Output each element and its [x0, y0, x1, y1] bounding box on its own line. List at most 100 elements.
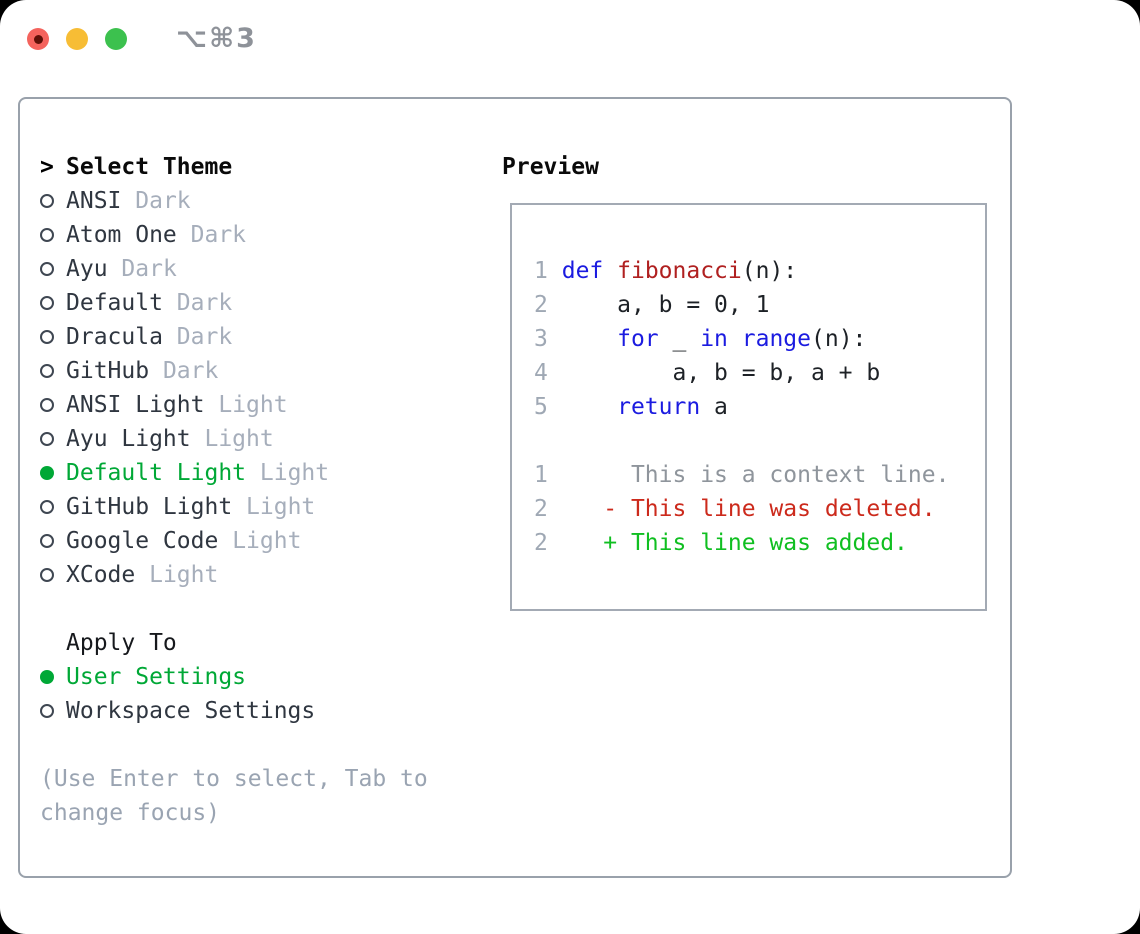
line-number: 3 — [534, 326, 548, 352]
line-number: 2 — [534, 292, 548, 318]
line-number: 1 — [534, 462, 548, 488]
theme-option[interactable]: Default Dark — [40, 286, 490, 320]
line-number: 1 — [534, 258, 548, 284]
line-number: 2 — [534, 530, 548, 556]
line-number: 5 — [534, 394, 548, 420]
option-text: Workspace Settings — [66, 698, 315, 724]
code-line: 5 return a — [534, 390, 985, 424]
close-dot-icon — [33, 34, 43, 44]
radio-cell — [40, 466, 66, 480]
code-token — [728, 326, 742, 352]
theme-option[interactable]: XCode Light — [40, 558, 490, 592]
theme-option[interactable]: GitHub Light Light — [40, 490, 490, 524]
radio-unselected-icon — [40, 432, 54, 446]
option-tag: Light — [204, 426, 274, 452]
spacer — [40, 592, 490, 626]
apply-to-option[interactable]: Workspace Settings — [40, 694, 490, 728]
theme-option[interactable]: ANSI Dark — [40, 184, 490, 218]
theme-option[interactable]: Ayu Dark — [40, 252, 490, 286]
option-tag: Dark — [176, 290, 233, 316]
code-token: This is a context line. — [561, 462, 950, 488]
option-text: GitHub Dark — [66, 358, 218, 384]
apply-to-option[interactable]: User Settings — [40, 660, 490, 694]
option-name: Dracula — [66, 324, 163, 350]
radio-unselected-icon — [40, 364, 54, 378]
option-text: Dracula Dark — [66, 324, 232, 350]
option-tag: Light — [259, 460, 330, 486]
minimize-button[interactable] — [66, 28, 88, 50]
code-token: (n): — [811, 326, 867, 352]
code-line: 1 This is a context line. — [534, 458, 985, 492]
option-text: GitHub Light Light — [66, 494, 315, 520]
option-name: GitHub Light — [66, 494, 233, 520]
radio-cell — [40, 364, 66, 378]
radio-cell — [40, 432, 66, 446]
code-token: fibonacci — [617, 258, 742, 284]
option-text: Ayu Dark — [66, 256, 177, 282]
code-token: in — [700, 326, 728, 352]
theme-option[interactable]: GitHub Dark — [40, 354, 490, 388]
theme-option[interactable]: Default Light Light — [40, 456, 490, 490]
focus-caret-icon: > — [40, 154, 54, 180]
option-name: User Settings — [66, 664, 247, 690]
option-name: ANSI Light — [66, 392, 205, 418]
option-text: User Settings — [66, 664, 246, 690]
option-name: XCode — [66, 562, 136, 588]
option-text: Default Light Light — [66, 460, 329, 486]
radio-unselected-icon — [40, 194, 54, 208]
option-name: Ayu Light — [66, 426, 191, 452]
option-text: Default Dark — [66, 290, 232, 316]
code-line: 2 - This line was deleted. — [534, 492, 985, 526]
close-button[interactable] — [27, 28, 49, 50]
option-tag: Dark — [162, 358, 219, 384]
maximize-button[interactable] — [105, 28, 127, 50]
radio-cell — [40, 568, 66, 582]
preview-title: Preview — [502, 154, 599, 180]
line-number: 4 — [534, 360, 548, 386]
help-text: (Use Enter to select, Tab to change focu… — [40, 766, 428, 826]
radio-cell — [40, 228, 66, 242]
code-token — [603, 258, 617, 284]
radio-cell — [40, 296, 66, 310]
titlebar: ⌥⌘3 — [27, 25, 257, 52]
code-token: - This line was deleted. — [561, 496, 936, 522]
code-token: + This line was added. — [561, 530, 908, 556]
option-tag: Light — [218, 392, 288, 418]
option-name: Google Code — [66, 528, 219, 554]
theme-option[interactable]: ANSI Light Light — [40, 388, 490, 422]
radio-selected-icon — [40, 466, 54, 480]
code-line: 1 def fibonacci(n): — [534, 254, 985, 288]
theme-option[interactable]: Atom One Dark — [40, 218, 490, 252]
radio-selected-icon — [40, 670, 54, 684]
code-line: 4 a, b = b, a + b — [534, 356, 985, 390]
option-text: Google Code Light — [66, 528, 301, 554]
option-tag: Light — [246, 494, 316, 520]
code-token: return — [617, 394, 701, 420]
option-name: Default — [66, 290, 163, 316]
radio-cell — [40, 670, 66, 684]
option-tag: Light — [232, 528, 302, 554]
code-token: (n): — [741, 258, 798, 284]
option-tag: Dark — [135, 188, 191, 214]
code-token: range — [741, 326, 812, 352]
radio-cell — [40, 398, 66, 412]
option-text: XCode Light — [66, 562, 218, 588]
radio-unselected-icon — [40, 330, 54, 344]
apply-to-header-row: Apply To — [40, 626, 490, 660]
code-token: def — [561, 258, 604, 284]
option-name: ANSI — [66, 188, 122, 214]
code-token: for — [617, 326, 659, 352]
radio-cell — [40, 194, 66, 208]
code-token: _ — [658, 326, 701, 352]
option-text: ANSI Light Light — [66, 392, 288, 418]
code-token: a, b = b, a + b — [561, 360, 881, 386]
theme-option[interactable]: Google Code Light — [40, 524, 490, 558]
theme-option[interactable]: Ayu Light Light — [40, 422, 490, 456]
theme-option[interactable]: Dracula Dark — [40, 320, 490, 354]
apply-to-label: Apply To — [66, 630, 177, 656]
option-name: Default Light — [66, 460, 247, 486]
